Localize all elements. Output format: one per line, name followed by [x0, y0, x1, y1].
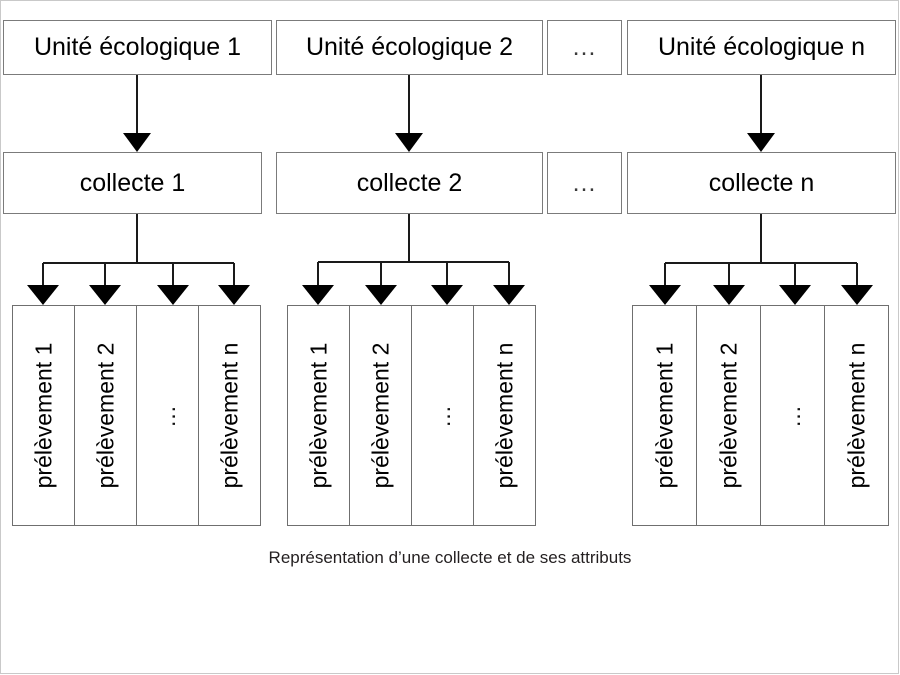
cell-label: prélèvement 2 — [92, 342, 118, 489]
horizontal-ellipsis-icon: … — [571, 33, 598, 61]
branch-collecten-to-prelevements — [649, 214, 873, 305]
cell-label: prélèvement 1 — [30, 342, 56, 489]
cell-prelevement-n[interactable]: prélèvement n — [824, 305, 889, 526]
node-unite-ecologique-ellipsis: … — [547, 20, 622, 75]
node-unite-ecologique-n[interactable]: Unité écologique n — [627, 20, 896, 75]
node-collecte-n[interactable]: collecte n — [627, 152, 896, 214]
node-unite-ecologique-1[interactable]: Unité écologique 1 — [3, 20, 272, 75]
prelevement-group-2: prélèvement 1 prélèvement 2 … prélèvemen… — [287, 305, 539, 526]
cell-label: prélèvement 1 — [305, 342, 331, 489]
diagram-caption: Représentation d’une collecte et de ses … — [268, 548, 632, 567]
cell-label: prélèvement 1 — [651, 342, 677, 489]
node-collecte-1[interactable]: collecte 1 — [3, 152, 262, 214]
cell-label: prélèvement 2 — [367, 342, 393, 489]
cell-prelevement-1[interactable]: prélèvement 1 — [12, 305, 75, 526]
node-label: collecte 2 — [356, 168, 463, 197]
cell-prelevement-1[interactable]: prélèvement 1 — [632, 305, 697, 526]
cell-label: prélèvement 2 — [715, 342, 741, 489]
arrow-uniten-to-collecten — [747, 75, 775, 152]
arrow-unite1-to-collecte1 — [123, 75, 151, 152]
vertical-ellipsis-icon: … — [429, 403, 455, 428]
cell-prelevement-ellipsis: … — [411, 305, 474, 526]
cell-label: prélèvement n — [216, 342, 242, 489]
cell-prelevement-ellipsis: … — [760, 305, 825, 526]
cell-prelevement-n[interactable]: prélèvement n — [198, 305, 261, 526]
cell-prelevement-2[interactable]: prélèvement 2 — [696, 305, 761, 526]
vertical-ellipsis-icon: … — [779, 403, 805, 428]
node-label: collecte 1 — [79, 168, 186, 197]
horizontal-ellipsis-icon: … — [571, 168, 598, 197]
node-label: Unité écologique 1 — [33, 33, 242, 61]
node-collecte-2[interactable]: collecte 2 — [276, 152, 543, 214]
node-label: Unité écologique n — [657, 33, 866, 61]
prelevement-group-3: prélèvement 1 prélèvement 2 … prélèvemen… — [632, 305, 890, 526]
branch-collecte2-to-prelevements — [302, 214, 525, 305]
cell-prelevement-2[interactable]: prélèvement 2 — [349, 305, 412, 526]
node-collecte-ellipsis: … — [547, 152, 622, 214]
cell-prelevement-1[interactable]: prélèvement 1 — [287, 305, 350, 526]
cell-prelevement-2[interactable]: prélèvement 2 — [74, 305, 137, 526]
arrow-unite2-to-collecte2 — [395, 75, 423, 152]
cell-prelevement-ellipsis: … — [136, 305, 199, 526]
cell-prelevement-n[interactable]: prélèvement n — [473, 305, 536, 526]
node-unite-ecologique-2[interactable]: Unité écologique 2 — [276, 20, 543, 75]
node-label: collecte n — [708, 168, 815, 197]
cell-label: prélèvement n — [843, 342, 869, 489]
branch-collecte1-to-prelevements — [27, 214, 250, 305]
cell-label: prélèvement n — [491, 342, 517, 489]
prelevement-group-1: prélèvement 1 prélèvement 2 … prélèvemen… — [12, 305, 263, 526]
node-label: Unité écologique 2 — [305, 33, 514, 61]
vertical-ellipsis-icon: … — [154, 403, 180, 428]
